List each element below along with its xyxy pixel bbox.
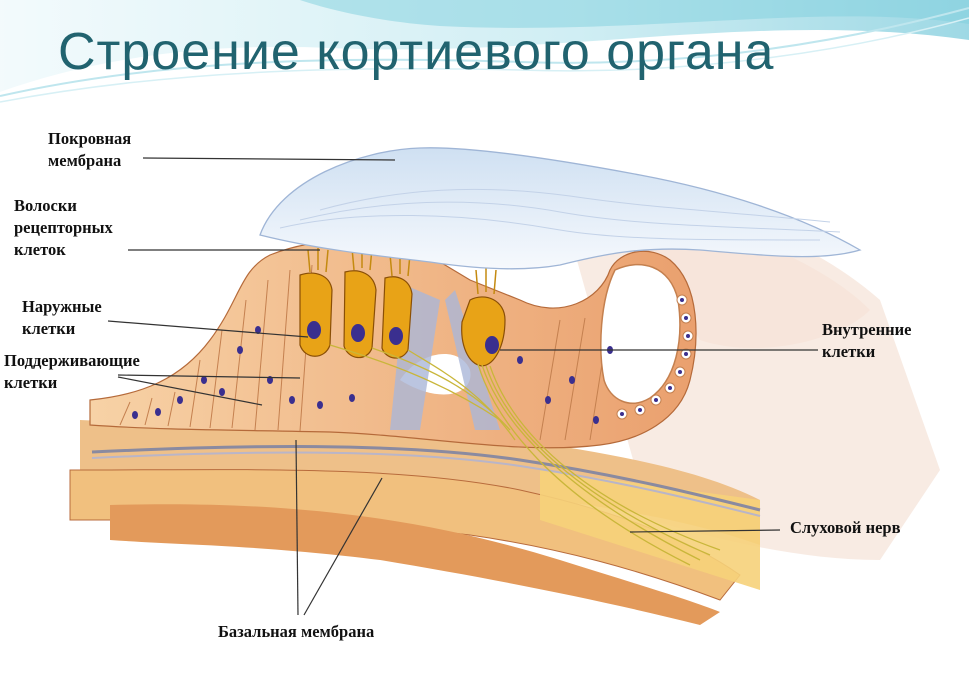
label-line: Волоски (14, 196, 77, 215)
label-line: рецепторных (14, 218, 113, 237)
label-line: Покровная (48, 129, 132, 148)
label-supporting-cells: Поддерживающие клетки (4, 350, 140, 394)
label-line: клетки (22, 319, 76, 338)
label-line: Внутренние (822, 320, 912, 339)
header-wave-decoration (0, 0, 969, 103)
auditory-nerve-fibers (329, 344, 721, 566)
label-line: мембрана (48, 151, 122, 170)
basilar-region (69, 420, 761, 625)
label-line: клетки (822, 342, 876, 361)
label-receptor-hairs: Волоски рецепторных клеток (14, 195, 113, 261)
leader-lines (107, 157, 818, 616)
inner-cavity (600, 263, 681, 404)
label-line: Поддерживающие (4, 351, 140, 370)
inner-hair-cell (461, 296, 506, 367)
tectorial-membrane-shape (259, 147, 862, 270)
label-outer-cells: Наружные клетки (22, 296, 102, 340)
label-basilar-membrane: Базальная мембрана (218, 622, 375, 641)
label-line: Наружные (22, 297, 102, 316)
page-title: Строение кортиевого органа (58, 23, 775, 81)
label-line: клеток (14, 240, 66, 259)
outer-hair-cells (299, 270, 413, 359)
label-auditory-nerve: Слуховой нерв (790, 518, 901, 537)
label-line: клетки (4, 373, 58, 392)
label-inner-cells: Внутренние клетки (822, 319, 911, 363)
label-tectorial-membrane: Покровная мембрана (48, 128, 131, 172)
